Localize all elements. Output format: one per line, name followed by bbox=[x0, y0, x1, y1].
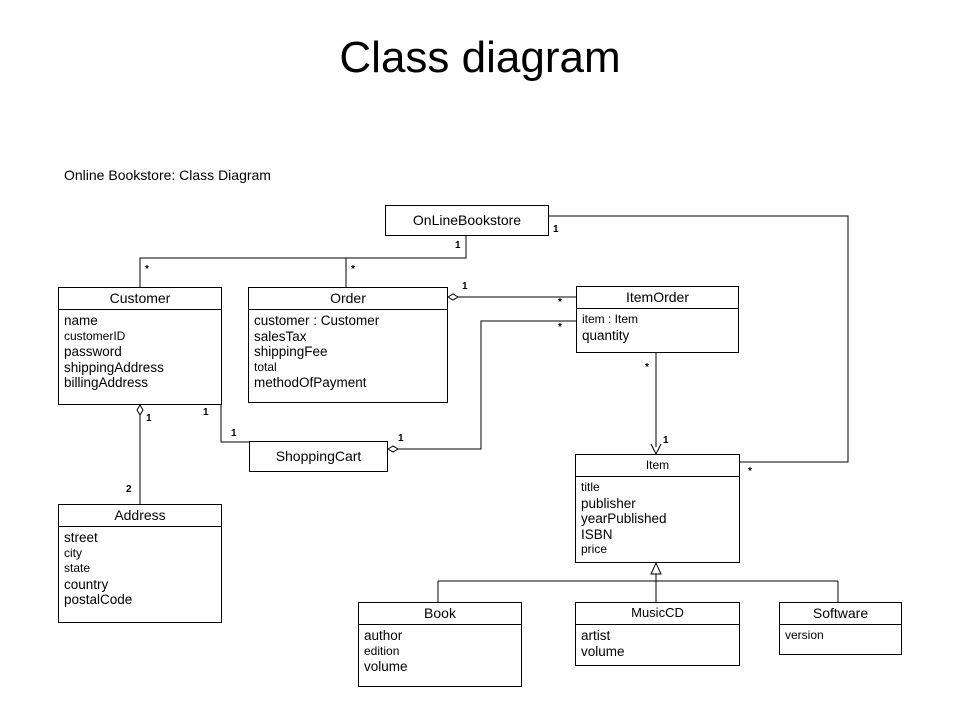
aggregation-diamond-cart bbox=[387, 445, 399, 453]
attribute: billingAddress bbox=[64, 375, 149, 391]
attribute-list: name customerID password shippingAddress… bbox=[59, 310, 221, 394]
assoc-bookstore-item bbox=[549, 215, 849, 463]
attribute-list: version bbox=[780, 625, 901, 647]
class-item: Item title publisher yearPublished ISBN … bbox=[575, 454, 740, 563]
attribute: state bbox=[64, 561, 91, 576]
attribute: price bbox=[581, 542, 608, 557]
attribute: quantity bbox=[582, 327, 630, 343]
class-address: Address street city state country postal… bbox=[58, 504, 222, 623]
assoc-customer-cart bbox=[220, 405, 249, 443]
class-order: Order customer : Customer salesTax shipp… bbox=[248, 287, 448, 403]
attribute: total bbox=[254, 359, 277, 374]
attribute: author bbox=[364, 628, 403, 643]
class-musiccd: MusicCD artist volume bbox=[575, 602, 740, 666]
class-name: Address bbox=[59, 505, 221, 527]
assoc-cart-itemorder bbox=[398, 320, 576, 450]
attribute: city bbox=[64, 545, 82, 560]
multiplicity-label: 1 bbox=[146, 413, 152, 424]
multiplicity-label: * bbox=[645, 362, 649, 373]
class-customer: Customer name customerID password shippi… bbox=[58, 287, 222, 405]
class-name: MusicCD bbox=[576, 603, 739, 625]
attribute-list: artist volume bbox=[576, 625, 739, 662]
attribute: volume bbox=[364, 659, 408, 675]
assoc-bookstore-customer-order bbox=[139, 236, 467, 287]
attribute: volume bbox=[581, 643, 625, 659]
attribute: title bbox=[581, 480, 600, 494]
class-name: OnLineBookstore bbox=[412, 212, 522, 228]
class-name: Software bbox=[780, 603, 901, 625]
multiplicity-label: 1 bbox=[203, 407, 209, 418]
multiplicity-label: 2 bbox=[126, 484, 132, 495]
aggregation-diamond-order bbox=[447, 293, 459, 301]
class-name: ItemOrder bbox=[577, 287, 738, 309]
attribute: version bbox=[785, 628, 824, 642]
attribute: yearPublished bbox=[581, 511, 667, 527]
attribute-list: title publisher yearPublished ISBN price bbox=[576, 477, 739, 561]
attribute-list: item : Item quantity bbox=[577, 309, 738, 346]
attribute-list: author edition volume bbox=[359, 625, 521, 678]
attribute: customerID bbox=[64, 328, 126, 343]
multiplicity-label: * bbox=[351, 264, 355, 275]
multiplicity-label: 1 bbox=[231, 428, 237, 439]
attribute: item : Item bbox=[582, 312, 639, 326]
attribute: salesTax bbox=[254, 328, 307, 344]
attribute: shippingAddress bbox=[64, 359, 164, 375]
multiplicity-label: 1 bbox=[462, 281, 468, 292]
attribute: country bbox=[64, 576, 109, 592]
class-itemorder: ItemOrder item : Item quantity bbox=[576, 286, 739, 353]
multiplicity-label: 1 bbox=[553, 224, 559, 235]
aggregation-diamond-customer bbox=[136, 404, 144, 416]
slide-title: Class diagram bbox=[339, 33, 621, 82]
multiplicity-label: * bbox=[145, 264, 149, 275]
attribute-list: customer : Customer salesTax shippingFee… bbox=[249, 310, 447, 394]
class-software: Software version bbox=[779, 602, 902, 655]
attribute: street bbox=[64, 530, 98, 545]
multiplicity-label: 1 bbox=[398, 433, 404, 444]
multiplicity-label: 1 bbox=[663, 435, 669, 446]
attribute: artist bbox=[581, 628, 611, 643]
class-shoppingcart: ShoppingCart bbox=[249, 441, 388, 472]
class-book: Book author edition volume bbox=[358, 602, 522, 687]
attribute: shippingFee bbox=[254, 344, 328, 360]
class-name: Book bbox=[359, 603, 521, 625]
multiplicity-label: * bbox=[748, 466, 752, 477]
attribute: publisher bbox=[581, 495, 636, 511]
attribute: postalCode bbox=[64, 592, 133, 608]
attribute-list: street city state country postalCode bbox=[59, 527, 221, 611]
attribute: name bbox=[64, 313, 98, 328]
class-name: Customer bbox=[59, 288, 221, 310]
multiplicity-label: 1 bbox=[455, 240, 461, 251]
diagram-caption: Online Bookstore: Class Diagram bbox=[64, 167, 271, 183]
class-name: Item bbox=[576, 455, 739, 477]
multiplicity-label: * bbox=[558, 322, 562, 333]
class-name: ShoppingCart bbox=[275, 448, 362, 464]
attribute: ISBN bbox=[581, 526, 613, 542]
class-onlinebookstore: OnLineBookstore bbox=[385, 205, 549, 236]
attribute: methodOfPayment bbox=[254, 375, 367, 391]
generalization-triangle bbox=[650, 561, 662, 575]
class-name: Order bbox=[249, 288, 447, 310]
attribute: password bbox=[64, 344, 122, 360]
multiplicity-label: * bbox=[558, 297, 562, 308]
attribute: edition bbox=[364, 643, 400, 658]
attribute: customer : Customer bbox=[254, 313, 380, 328]
